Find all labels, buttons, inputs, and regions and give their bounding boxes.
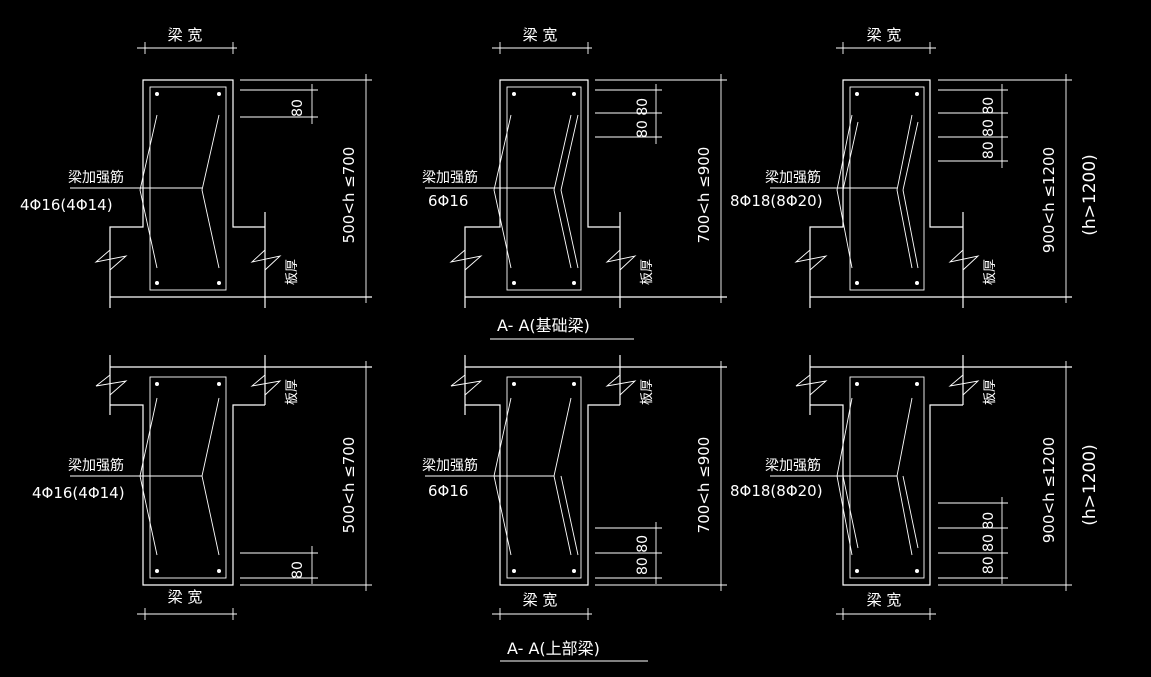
beam-width-label: 梁 宽	[867, 591, 902, 609]
spacing-dim: 80 80	[635, 98, 651, 138]
beam-width-label: 梁 宽	[168, 588, 203, 606]
reinforcement-label: 梁加强筋	[765, 457, 821, 474]
detail-upper-1: 梁加强筋 4Φ16(4Φ14) 80 500<h ≤700 板厚 梁 宽	[32, 355, 372, 620]
caption-foundation-beam: A- A(基础梁)	[497, 316, 590, 335]
detail-foundation-1: 梁 宽 梁加强筋 4Φ16(4Φ14) 80 500<h ≤700 板厚	[20, 26, 372, 308]
bar-spec: 4Φ16(4Φ14)	[20, 196, 113, 214]
bar-spec: 4Φ16(4Φ14)	[32, 484, 125, 502]
slab-thickness-label: 板厚	[640, 259, 655, 285]
slab-thickness-label: 板厚	[285, 259, 300, 285]
height-range: 900<h ≤1200	[1040, 147, 1058, 253]
bar-spec: 6Φ16	[428, 192, 468, 210]
slab-thickness-label: 板厚	[983, 379, 998, 405]
reinforcement-label: 梁加强筋	[765, 169, 821, 186]
detail-upper-3: 梁加强筋 8Φ18(8Φ20) 80 80 80 900<h ≤1200 (h>…	[730, 355, 1100, 620]
bar-spec: 8Φ18(8Φ20)	[730, 482, 823, 500]
spacing-dim: 80	[290, 99, 306, 117]
beam-width-label: 梁 宽	[523, 591, 558, 609]
reinforcement-label: 梁加强筋	[422, 169, 478, 186]
beam-width-label: 梁 宽	[523, 26, 558, 44]
slab-thickness-label: 板厚	[983, 259, 998, 285]
reinforcement-label: 梁加强筋	[422, 457, 478, 474]
detail-foundation-2: 梁 宽 梁加强筋 6Φ16 80 80 700<h ≤900 板厚	[422, 26, 727, 308]
bar-spec: 8Φ18(8Φ20)	[730, 192, 823, 210]
height-range: 700<h ≤900	[695, 437, 713, 534]
reinforcement-label: 梁加强筋	[68, 457, 124, 474]
spacing-dim: 80 80 80	[981, 97, 997, 159]
slab-thickness-label: 板厚	[640, 379, 655, 405]
beam-width-label: 梁 宽	[867, 26, 902, 44]
detail-foundation-3: 梁 宽 梁加强筋 8Φ18(8Φ20) 80 80 80 900<h ≤1200…	[730, 26, 1100, 308]
slab-thickness-label: 板厚	[285, 379, 300, 405]
height-range: 900<h ≤1200	[1040, 437, 1058, 543]
reinforcement-label: 梁加强筋	[68, 169, 124, 186]
detail-upper-2: 梁加强筋 6Φ16 80 80 700<h ≤900 板厚 梁 宽	[422, 355, 727, 620]
height-extra: (h>1200)	[1080, 444, 1100, 526]
beam-width-label: 梁 宽	[168, 26, 203, 44]
spacing-dim: 80	[290, 561, 306, 579]
height-range: 500<h ≤700	[340, 147, 358, 244]
spacing-dim: 80 80	[635, 535, 651, 575]
bar-spec: 6Φ16	[428, 482, 468, 500]
spacing-dim: 80 80 80	[981, 512, 997, 574]
caption-upper-beam: A- A(上部梁)	[507, 639, 600, 658]
height-range: 700<h ≤900	[695, 147, 713, 244]
height-range: 500<h ≤700	[340, 437, 358, 534]
height-extra: (h>1200)	[1080, 154, 1100, 236]
